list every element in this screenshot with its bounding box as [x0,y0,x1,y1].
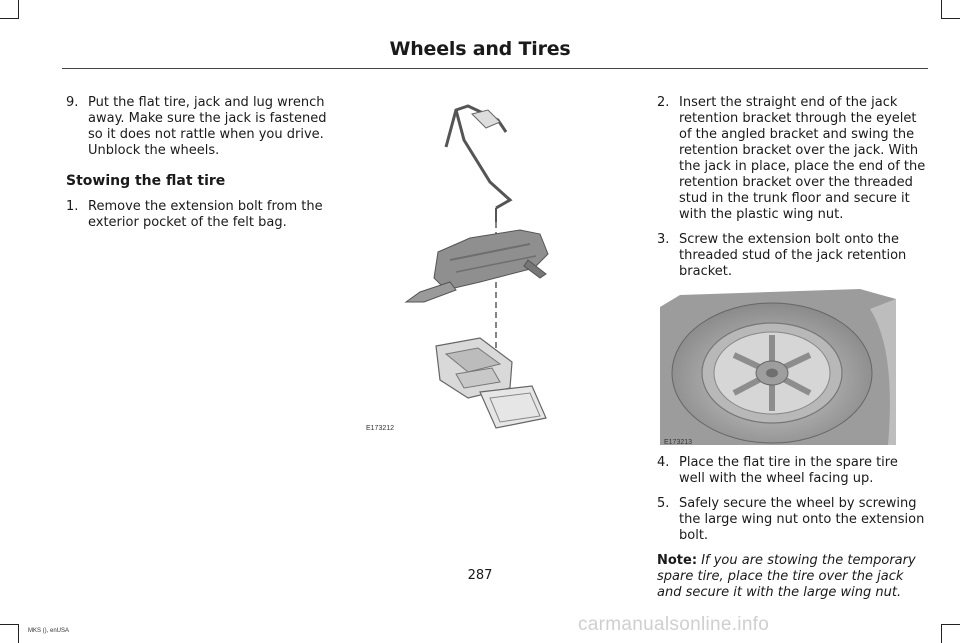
jack-illustration: E173212 [360,92,620,442]
figure-code: E173213 [664,439,693,446]
step-number: 3. [657,232,670,247]
page-number: 287 [467,568,493,583]
step-text: Place the flat tire in the spare tire we… [679,455,898,486]
step-number: 1. [66,199,79,214]
step-text: Remove the extension bolt from the exter… [88,199,323,230]
spare-tire-drawing [660,289,896,445]
note-label: Note: [657,553,698,568]
step-1: 1. Remove the extension bolt from the ex… [66,199,338,231]
step-5: 5. Safely secure the wheel by screwing t… [657,496,927,544]
section-heading: Stowing the flat tire [66,173,226,189]
step-number: 2. [657,95,670,110]
spare-tire-illustration: E173213 [660,289,896,446]
crop-mark [941,624,942,643]
crop-mark [941,18,960,19]
figure-code: E173212 [366,425,395,432]
step-2: 2. Insert the straight end of the jack r… [657,95,927,223]
note-text: If you are stowing the temporary spare t… [657,553,916,600]
crop-mark [0,624,18,625]
crop-mark [941,0,942,19]
header-divider [62,68,928,69]
crop-mark [0,18,18,19]
left-column: 9. Put the flat tire, jack and lug wrenc… [66,95,338,240]
note: Note: If you are stowing the temporary s… [657,553,927,601]
crop-mark [18,0,19,19]
page-title: Wheels and Tires [389,38,571,60]
step-text: Safely secure the wheel by screwing the … [679,496,925,543]
watermark: carmanualsonline.info [578,614,770,635]
step-number: 5. [657,496,670,511]
step-number: 9. [66,95,79,110]
jack-assembly-drawing [404,104,549,429]
right-column: 2. Insert the straight end of the jack r… [657,95,927,601]
crop-mark [941,624,960,625]
step-text: Put the flat tire, jack and lug wrench a… [88,95,327,158]
step-text: Screw the extension bolt onto the thread… [679,232,907,279]
document-code: MKS (), enUSA [28,628,70,634]
step-text: Insert the straight end of the jack rete… [679,95,926,222]
step-4: 4. Place the flat tire in the spare tire… [657,455,927,487]
crop-mark [18,624,19,643]
step-9: 9. Put the flat tire, jack and lug wrenc… [66,95,338,159]
step-3: 3. Screw the extension bolt onto the thr… [657,232,927,280]
step-number: 4. [657,455,670,470]
